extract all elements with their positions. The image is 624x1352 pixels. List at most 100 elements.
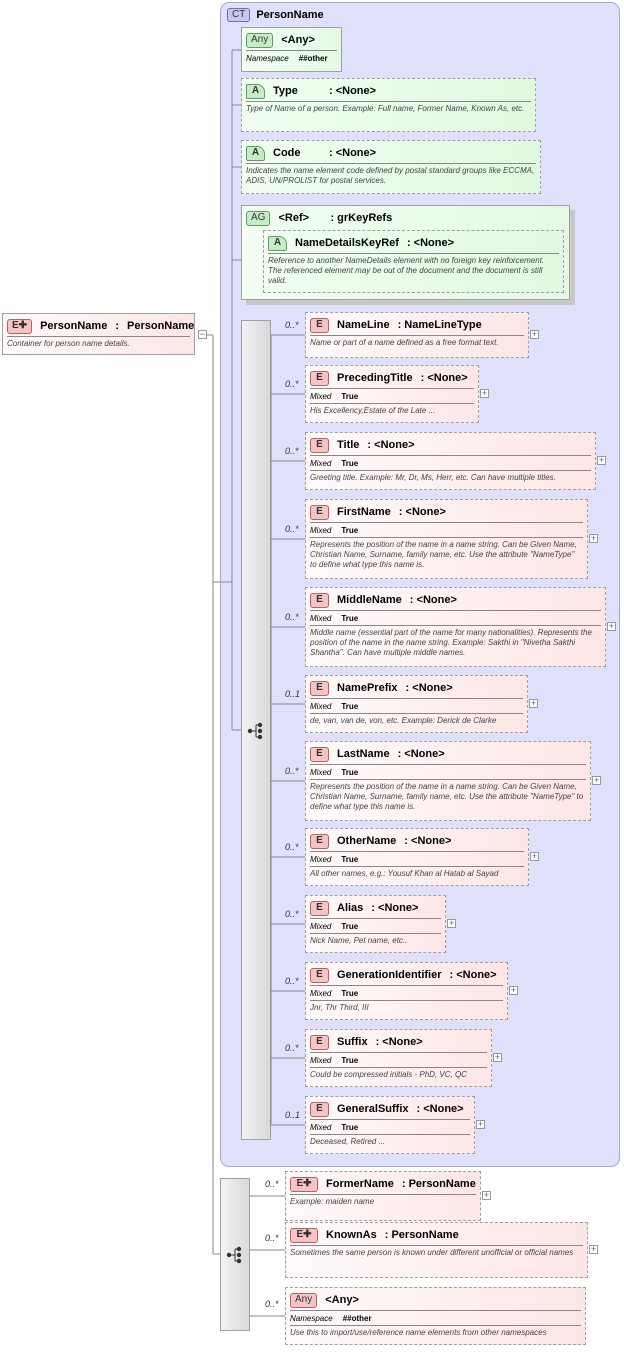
element-doc: Represents the position of the name in a… xyxy=(310,782,584,811)
element-icon: E xyxy=(310,592,329,608)
mixed-label: Mixed xyxy=(310,768,332,777)
element-icon: E xyxy=(310,746,329,762)
any-top-title: <Any> xyxy=(281,34,315,46)
element-type: : <None> xyxy=(367,439,415,451)
expand-toggle[interactable]: + xyxy=(530,329,539,339)
expand-toggle[interactable]: + xyxy=(607,621,616,631)
expand-toggle[interactable]: + xyxy=(482,1190,491,1200)
element-type: : <None> xyxy=(416,1103,464,1115)
element-type: : <None> xyxy=(371,902,419,914)
expand-toggle[interactable]: + xyxy=(476,1119,485,1129)
element-icon: E xyxy=(310,967,329,983)
mixed-label: Mixed xyxy=(310,989,332,998)
element-icon: E xyxy=(310,680,329,696)
root-element-label: PersonName xyxy=(40,320,108,332)
mixed-label: Mixed xyxy=(310,702,332,711)
namespace-value: ##other xyxy=(342,1314,372,1323)
mixed-label: Mixed xyxy=(310,855,332,864)
element-doc: Greeting title. Example: Mr, Dr, Ms, Her… xyxy=(310,473,556,482)
root-element-personname[interactable]: E✚ PersonName : PersonName Container for… xyxy=(2,313,195,355)
any-top[interactable]: Any <Any> Namespace##other xyxy=(241,27,342,72)
expand-toggle[interactable]: + xyxy=(589,1244,598,1254)
element-icon: E xyxy=(310,833,329,849)
element-doc: Sometimes the same person is known under… xyxy=(290,1248,574,1257)
attribute-group-icon: AG xyxy=(246,210,271,226)
element-type: : <None> xyxy=(404,835,452,847)
attribute-name: Code xyxy=(273,147,301,159)
cardinality: 0..* xyxy=(265,1233,279,1243)
element-type: : <None> xyxy=(449,969,497,981)
expand-toggle[interactable]: + xyxy=(493,1052,502,1062)
element-name: Suffix xyxy=(337,1036,368,1048)
expand-toggle[interactable]: + xyxy=(447,918,456,928)
element-icon: E xyxy=(310,437,329,453)
element-doc: Could be compressed initials - PhD, VC, … xyxy=(310,1070,467,1079)
element-doc: Middle name (essential part of the name … xyxy=(310,628,592,657)
element-icon: E xyxy=(310,317,329,333)
attribute-name: Type xyxy=(273,85,298,97)
mixed-value: True xyxy=(341,855,359,864)
any-icon: Any xyxy=(246,32,274,48)
expand-toggle[interactable]: + xyxy=(509,985,518,995)
cardinality: 0..* xyxy=(285,842,299,852)
element-name: NamePrefix xyxy=(337,682,398,694)
element-doc: His Excellency,Estate of the Late ... xyxy=(310,406,436,415)
attribute-type-label: : <None> xyxy=(329,147,377,159)
root-element-doc: Container for person name details. xyxy=(7,339,130,348)
attribute-group-title: <Ref> xyxy=(278,212,310,224)
mixed-label: Mixed xyxy=(310,614,332,623)
expand-toggle[interactable]: + xyxy=(529,698,538,708)
cardinality: 0..* xyxy=(285,766,299,776)
element-name: GeneralSuffix xyxy=(337,1103,409,1115)
element-doc: Represents the position of the name in a… xyxy=(310,540,577,569)
expand-toggle[interactable]: + xyxy=(480,388,489,398)
attribute-code[interactable]: A Code : <None> Indicates the name eleme… xyxy=(241,140,541,194)
expand-toggle[interactable]: + xyxy=(597,455,606,465)
complex-type-name: PersonName xyxy=(256,9,324,21)
element-doc: Deceased, Retired ... xyxy=(310,1137,386,1146)
element-doc: de, van, van de, von, etc. Example: Deri… xyxy=(310,716,497,725)
expand-toggle[interactable]: + xyxy=(592,775,601,785)
element-name: OtherName xyxy=(337,835,397,847)
element-type: : <None> xyxy=(397,748,445,760)
cardinality: 0..* xyxy=(265,1299,279,1309)
attribute-namedetailskeyref[interactable]: A NameDetailsKeyRef : <None> Reference t… xyxy=(263,230,564,293)
attribute-type-label: : <None> xyxy=(329,85,377,97)
attribute-doc: Reference to another NameDetails element… xyxy=(268,256,545,285)
element-icon: E xyxy=(310,900,329,916)
element-name: FirstName xyxy=(337,506,391,518)
element-doc: Jnr, Thr Third, III xyxy=(310,1003,369,1012)
attribute-doc: Type of Name of a person. Example: Full … xyxy=(246,104,525,113)
cardinality: 0..* xyxy=(285,524,299,534)
cardinality: 0..* xyxy=(285,909,299,919)
expand-toggle[interactable]: + xyxy=(589,533,598,543)
element-name: GenerationIdentifier xyxy=(337,969,442,981)
element-type: : <None> xyxy=(420,372,468,384)
element-type: : <None> xyxy=(409,594,457,606)
expand-toggle[interactable]: + xyxy=(530,851,539,861)
attribute-type[interactable]: A Type : <None> Type of Name of a person… xyxy=(241,78,536,132)
element-icon: E xyxy=(310,1101,329,1117)
element-name: NameLine xyxy=(337,319,390,331)
mixed-label: Mixed xyxy=(310,526,332,535)
attribute-type-label: : <None> xyxy=(406,237,455,249)
attribute-icon: A xyxy=(268,235,287,251)
any-icon: Any xyxy=(290,1292,318,1308)
attribute-group-grkeyrefs[interactable]: AG <Ref> : grKeyRefs A NameDetailsKeyRef… xyxy=(241,205,570,300)
collapse-toggle[interactable]: − xyxy=(198,329,207,339)
